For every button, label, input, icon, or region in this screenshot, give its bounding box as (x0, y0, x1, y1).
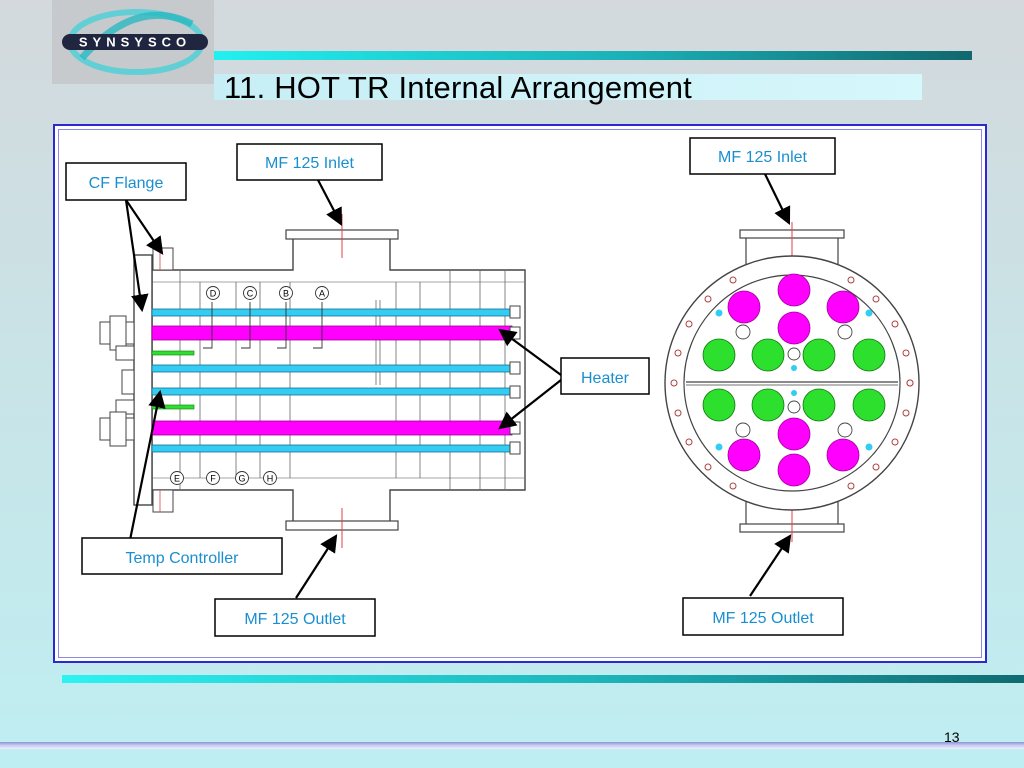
inlet-left-label: MF 125 Inlet (236, 143, 383, 181)
end-view-sensor-dots (715, 309, 873, 451)
synsysco-logo: SYNSYSCO (62, 9, 208, 75)
cf-flange-label: CF Flange (65, 162, 187, 201)
inlet-left-text: MF 125 Inlet (265, 155, 354, 172)
outlet-left-text: MF 125 Outlet (244, 611, 346, 628)
page-number: 13 (944, 729, 960, 745)
port-marker-e: E (174, 474, 180, 484)
logo-panel: SYNSYSCO (52, 0, 214, 84)
heater-rods (151, 325, 513, 436)
port-markers-top: D C B A (206, 286, 329, 300)
temp-controller-text: Temp Controller (126, 550, 240, 567)
header-accent-bar (214, 51, 972, 60)
baffle-lines (179, 270, 506, 490)
outlet-right-text: MF 125 Outlet (712, 610, 814, 627)
feedthrough-fittings (99, 315, 135, 447)
logo-text: SYNSYSCO (79, 35, 191, 50)
sensor-bracket-marks (203, 302, 323, 349)
temp-controller-label: Temp Controller (81, 537, 283, 575)
footer-accent-bar (62, 675, 1024, 683)
heater-text: Heater (581, 370, 630, 387)
heater-label: Heater (560, 357, 650, 395)
outlet-left-label: MF 125 Outlet (214, 598, 376, 637)
inlet-right-label: MF 125 Inlet (689, 137, 836, 175)
port-marker-g: G (238, 474, 245, 484)
tube-end-fittings (509, 305, 521, 455)
port-marker-h: H (267, 474, 274, 484)
page-title: 11. HOT TR Internal Arrangement (224, 70, 692, 105)
outlet-right-label: MF 125 Outlet (682, 597, 844, 636)
port-marker-c: C (247, 289, 254, 299)
inlet-right-text: MF 125 Inlet (718, 149, 807, 166)
end-view-cooling-channels (702, 338, 886, 422)
callout-arrows (124, 173, 792, 599)
cf-flange-text: CF Flange (89, 175, 164, 192)
end-view (664, 222, 920, 542)
footer-line (0, 742, 1024, 749)
end-view-small-tubes (735, 324, 853, 438)
port-marker-f: F (210, 474, 216, 484)
side-view: D C B A E F G H (99, 214, 526, 548)
diagram-frame-inner (58, 129, 982, 658)
side-outlet-nozzle (285, 508, 399, 548)
port-marker-b: B (283, 289, 289, 299)
port-marker-d: D (210, 289, 217, 299)
flange-bolt-holes (670, 276, 914, 490)
end-view-heaters (727, 273, 860, 487)
port-markers-bottom: E F G H (170, 471, 277, 485)
title-strip (214, 74, 922, 100)
port-marker-a: A (319, 289, 325, 299)
side-inlet-nozzle (285, 214, 399, 258)
